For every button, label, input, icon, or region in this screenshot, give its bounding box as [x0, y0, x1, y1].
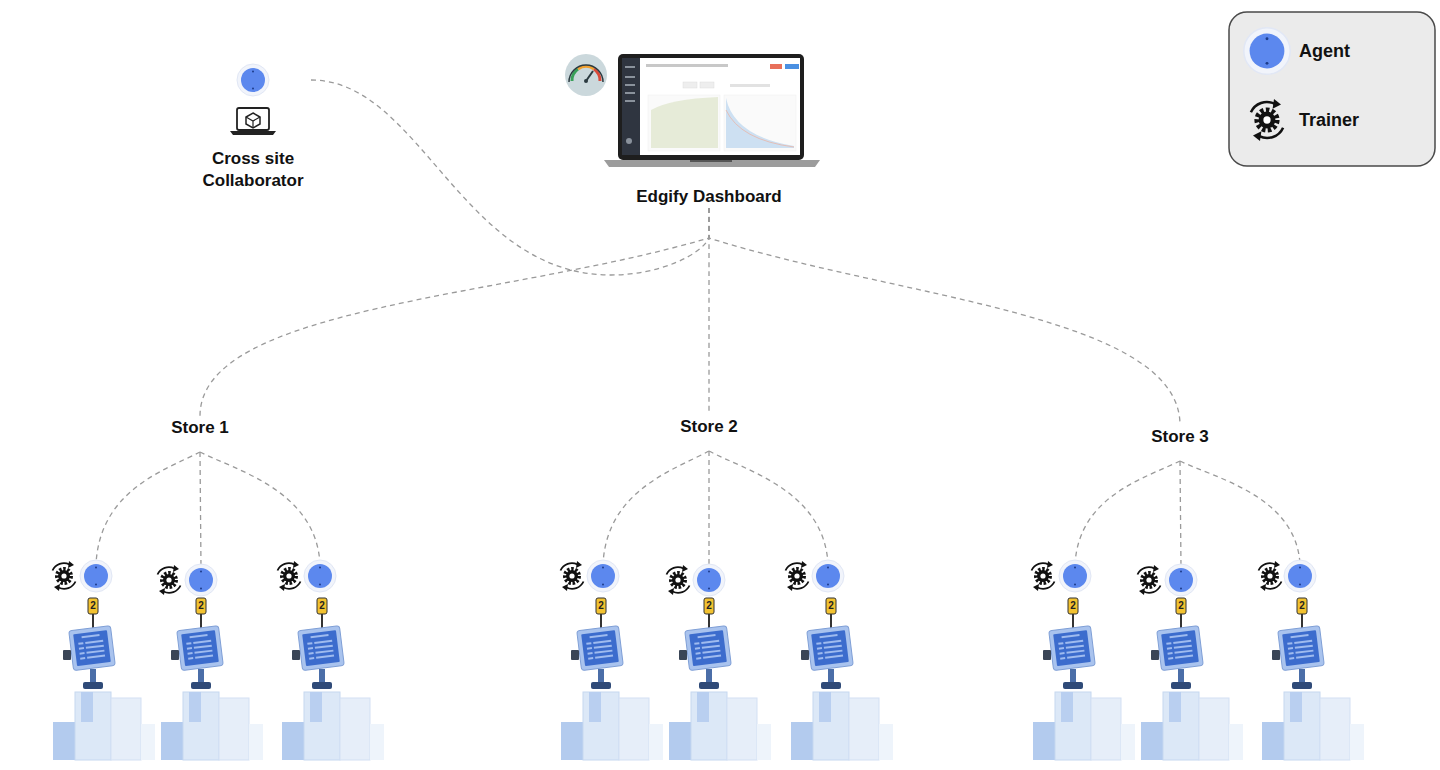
- trainer-icon: [561, 561, 584, 591]
- agent-icon: [812, 560, 844, 592]
- collaborator-laptop: [230, 108, 276, 135]
- checkout-kiosks: [53, 598, 1364, 760]
- store-node: Store 3: [1135, 425, 1225, 449]
- dashboard-laptop: [604, 54, 820, 167]
- agent-icon: [1165, 564, 1197, 596]
- trainer-icon: [1138, 565, 1161, 595]
- callout-number: 2: [1067, 598, 1079, 614]
- node-label: Edgify Dashboard: [636, 186, 781, 208]
- dashboard-gauge: [565, 54, 607, 96]
- agent-icon: [693, 564, 725, 596]
- node-label: Store 2: [680, 416, 738, 438]
- kiosk-illustration: [1141, 598, 1243, 760]
- callout-number: 2: [87, 598, 99, 614]
- kiosk-illustration: [1262, 598, 1364, 760]
- node-label: Store 3: [1151, 426, 1209, 448]
- kiosk-illustration: [669, 598, 771, 760]
- agent-icon: [587, 560, 619, 592]
- store-node: Store 2: [664, 415, 754, 439]
- trainer-icon: [786, 561, 809, 591]
- kiosk-illustration: [791, 598, 893, 760]
- legend-agent-sample: [1244, 28, 1290, 74]
- callout-number: 2: [316, 598, 328, 614]
- dashed-connector: [311, 80, 709, 275]
- kiosk-illustration: [1033, 598, 1135, 760]
- callout-number: 2: [595, 598, 607, 614]
- legend-label: Agent: [1299, 39, 1350, 63]
- store-agents: [80, 560, 1316, 596]
- agent-icon: [1059, 560, 1091, 592]
- callout-number: 2: [1175, 598, 1187, 614]
- agent-icon: [185, 564, 217, 596]
- trainer-icon: [158, 565, 181, 595]
- callout-number: 2: [703, 598, 715, 614]
- trainer-icon: [278, 561, 301, 591]
- legend-trainer-sample: [1251, 99, 1283, 141]
- kiosk-illustration: [282, 598, 384, 760]
- agent-icon: [237, 64, 269, 96]
- trainer-icon: [667, 565, 690, 595]
- store-trainers: [53, 561, 1282, 595]
- trainer-icon: [1032, 561, 1055, 591]
- kiosk-illustration: [561, 598, 663, 760]
- agent-icon: [80, 560, 112, 592]
- callout-number: 2: [195, 598, 207, 614]
- collaborator-agent: [237, 64, 269, 96]
- trainer-icon: [1259, 561, 1282, 591]
- callout-number: 2: [825, 598, 837, 614]
- callout-number: 2: [1296, 598, 1308, 614]
- dashed-connector: [200, 208, 709, 416]
- kiosk-illustration: [53, 598, 155, 760]
- node-label: Store 1: [171, 417, 229, 439]
- dashed-connector: [709, 208, 1180, 425]
- legend-box: [1229, 12, 1435, 166]
- dashed-connector: [708, 208, 709, 415]
- legend-label: Trainer: [1299, 108, 1359, 132]
- agent-icon: [1284, 560, 1316, 592]
- trainer-icon: [53, 561, 76, 591]
- store-agent-lines: [96, 451, 1300, 568]
- node-label: Cross site Collaborator: [195, 148, 311, 192]
- agent-icon: [304, 560, 336, 592]
- dashboard-node: Edgify Dashboard: [559, 50, 859, 208]
- store-node: Store 1: [155, 416, 245, 440]
- collaborator-node: Cross site Collaborator: [195, 60, 311, 192]
- kiosk-illustration: [161, 598, 263, 760]
